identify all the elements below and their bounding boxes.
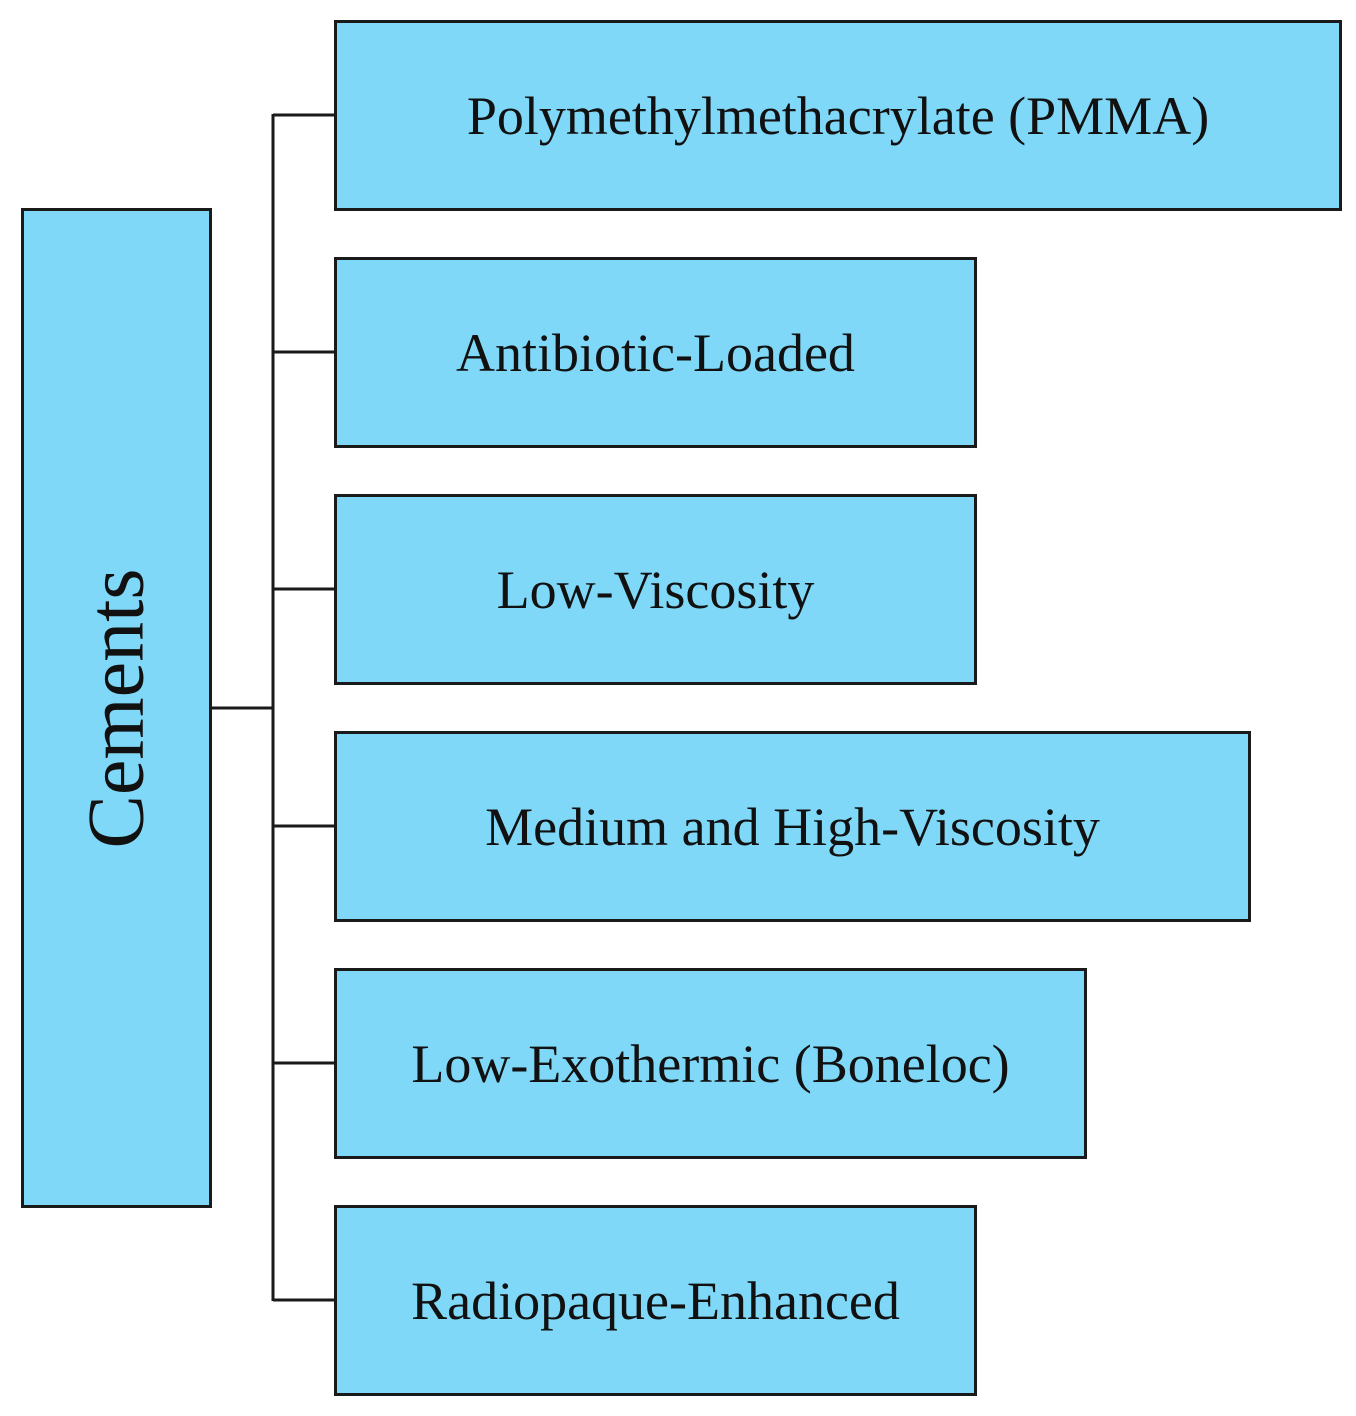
root-node-cements: Cements (21, 208, 212, 1208)
child-node-low-exothermic: Low-Exothermic (Boneloc) (334, 968, 1087, 1159)
child-label: Radiopaque-Enhanced (411, 1270, 900, 1331)
child-label: Low-Exothermic (Boneloc) (411, 1033, 1010, 1094)
child-node-radiopaque-enhanced: Radiopaque-Enhanced (334, 1205, 977, 1396)
child-node-pmma: Polymethylmethacrylate (PMMA) (334, 20, 1342, 211)
child-label: Antibiotic-Loaded (456, 322, 855, 383)
root-label: Cements (72, 568, 160, 848)
child-label: Polymethylmethacrylate (PMMA) (466, 85, 1210, 146)
child-label: Low-Viscosity (496, 559, 815, 620)
child-node-antibiotic-loaded: Antibiotic-Loaded (334, 257, 977, 448)
child-node-medium-high-viscosity: Medium and High-Viscosity (334, 731, 1251, 922)
child-label: Medium and High-Viscosity (485, 796, 1100, 857)
child-node-low-viscosity: Low-Viscosity (334, 494, 977, 685)
